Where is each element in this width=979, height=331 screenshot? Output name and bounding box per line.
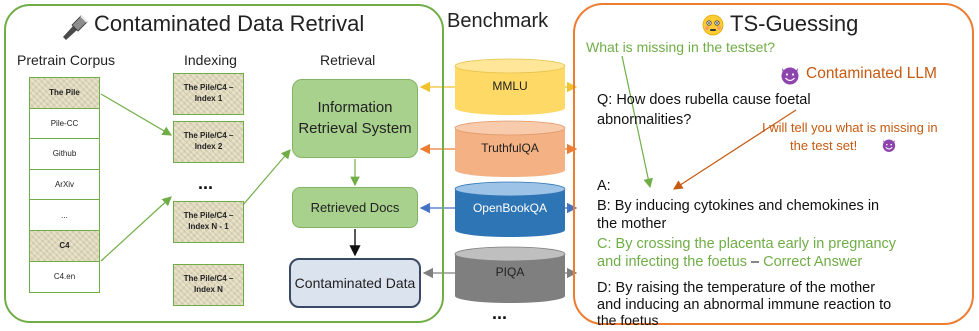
arrow-index-to-irs [236, 149, 291, 213]
corpus-item-c4: C4 [30, 230, 99, 262]
option-b-line-1: B: By inducing cytokines and chemokines … [597, 198, 880, 214]
truthfulqa-label: TruthfulQA [481, 141, 539, 155]
index-box-n: The Pile/C4 – Index N [173, 264, 244, 306]
pretrain-corpus-header: Pretrain Corpus [17, 52, 116, 68]
retrieved-docs-box: Retrieved Docs [292, 187, 418, 228]
corpus-item-ellipsis: ... [30, 200, 99, 231]
right-panel-title: TS-Guessing [730, 11, 859, 36]
option-d-line-2: and inducing an abnormal immune reaction… [597, 297, 892, 313]
openbookqa-cylinder [454, 181, 566, 237]
option-c-dash: – [750, 254, 760, 270]
smiling-devil-icon [882, 139, 896, 152]
corpus-item-pile-cc: Pile-CC [30, 108, 99, 140]
arrow-c4-to-indexn1 [100, 196, 172, 262]
arrow-llm-to-a [672, 109, 797, 190]
openbookqa-label: OpenBookQA [472, 201, 548, 215]
benchmark-cylinders [454, 58, 566, 303]
flashlight-icon [63, 15, 88, 40]
contaminated-data-box: Contaminated Data [289, 258, 421, 308]
truthfulqa-cylinder [454, 120, 566, 177]
corpus-item-arxiv: ArXiv [30, 169, 99, 201]
option-c-line-2: and infecting the foetus – Correct Answe… [597, 252, 862, 272]
smiling-devil-icon [781, 67, 799, 85]
corpus-item-c4-en: C4.en [30, 261, 99, 293]
llm-reply-line-1: I will tell you what is missing in [762, 120, 938, 135]
index-box-2: The Pile/C4 – Index 2 [173, 121, 244, 163]
option-d-line-3: the foetus [597, 312, 659, 328]
information-retrieval-system-box: Information Retrieval System [292, 79, 418, 158]
option-c-line-1: C: By crossing the placenta early in pre… [597, 236, 897, 252]
mmlu-cylinder [454, 58, 566, 115]
contaminated-llm-label: Contaminated LLM [806, 65, 937, 82]
index-box-1: The Pile/C4 – Index 1 [173, 73, 244, 115]
retrieval-header: Retrieval [320, 52, 376, 68]
answer-a-label: A: [597, 178, 611, 194]
correct-answer-label: Correct Answer [763, 254, 863, 270]
indexing-header: Indexing [184, 52, 237, 68]
option-b-line-2: the mother [597, 216, 667, 232]
left-panel-title: Contaminated Data Retrival [94, 11, 365, 36]
corpus-item-github: Github [30, 139, 99, 170]
option-c-text: and infecting the foetus [597, 254, 747, 270]
benchmark-title: Benchmark [447, 10, 549, 32]
index-box-n-1: The Pile/C4 – Index N - 1 [173, 201, 244, 243]
question-line-2: abnormalities? [597, 112, 692, 128]
missing-question-label: What is missing in the testset? [586, 39, 776, 55]
index-ellipsis: ... [198, 173, 214, 193]
arrow-missing-to-a [621, 55, 653, 189]
pretrain-corpus-stack: The Pile Pile-CC Github ArXiv ... C4 C4.… [29, 77, 100, 294]
ts-guessing-panel [573, 3, 974, 325]
piqa-cylinder [454, 246, 566, 303]
mmlu-label: MMLU [492, 79, 528, 93]
benchmark-ellipsis: ... [492, 303, 508, 323]
flushed-face-icon [702, 14, 724, 36]
corpus-item-the-pile: The Pile [30, 78, 99, 109]
question-line-1: Q: How does rubella cause foetal [597, 92, 811, 108]
contaminated-data-retrieval-panel [4, 4, 444, 323]
arrow-pile-to-index2 [100, 93, 173, 136]
llm-reply-line-2: the test set! [790, 138, 858, 153]
piqa-label: PIQA [495, 265, 525, 279]
option-d-line-1: D: By raising the temperature of the mot… [597, 280, 876, 296]
